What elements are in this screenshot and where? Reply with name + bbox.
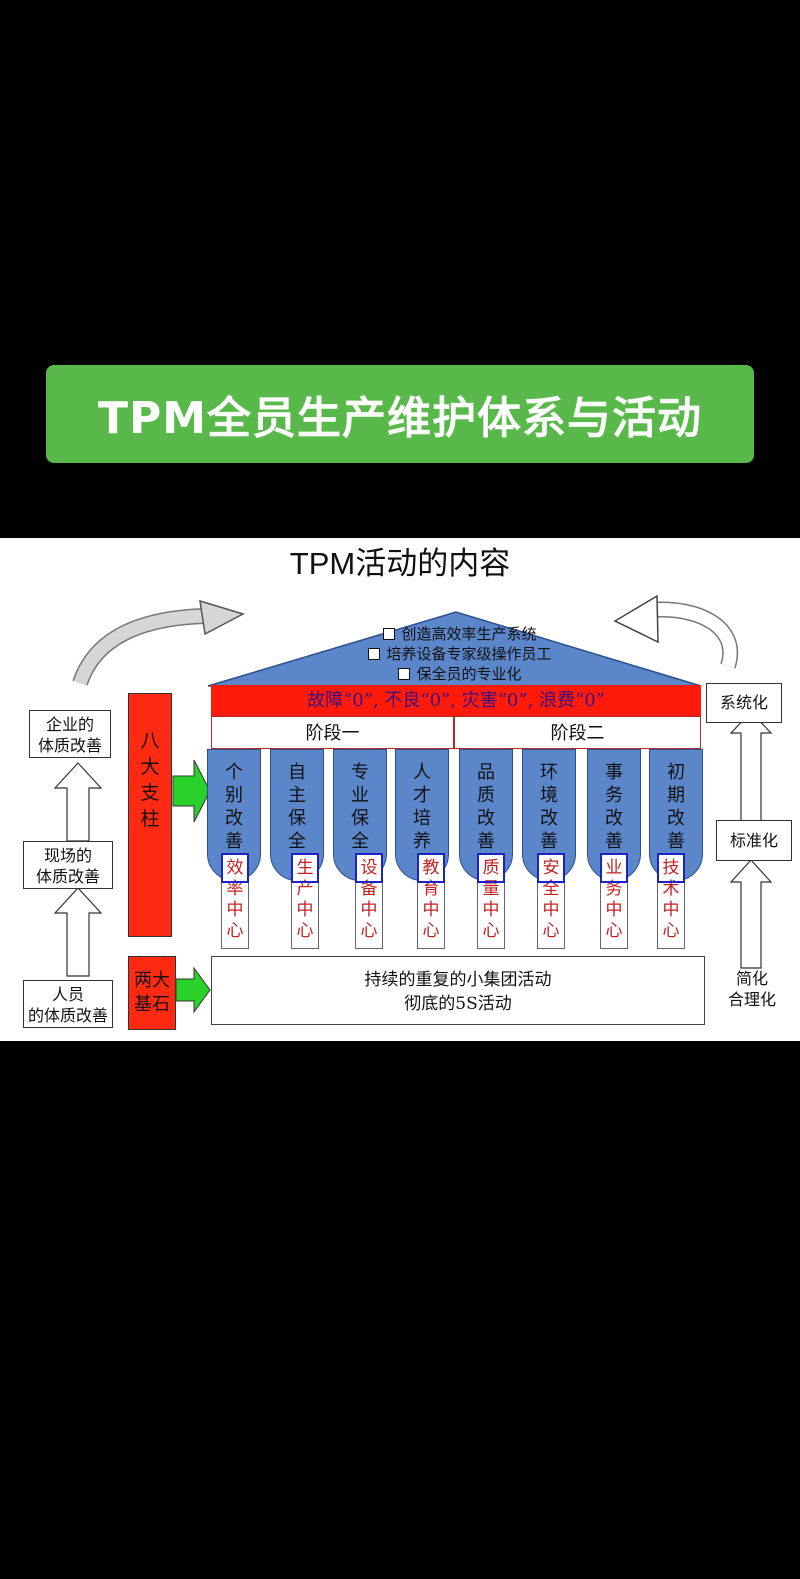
pillar-name: 初期改善	[667, 762, 685, 852]
foundation-line-1: 持续的重复的小集团活动	[364, 970, 552, 990]
foundation-line-2: 彻底的5S活动	[404, 994, 512, 1014]
title-banner: TPM全员生产维护体系与活动	[46, 365, 754, 463]
stage-one: 阶段一	[211, 716, 454, 749]
pillar-center: 教育中心	[417, 853, 445, 949]
pillars-green-arrow	[172, 759, 211, 823]
left-step-site: 现场的体质改善	[23, 841, 113, 889]
foundation-base: 持续的重复的小集团活动 彻底的5S活动	[211, 956, 705, 1025]
pillar-name: 环境改善	[540, 762, 558, 852]
two-foundations-text: 两大基石	[134, 970, 170, 1015]
right-step-standard: 标准化	[716, 820, 792, 861]
pillar-name: 事务改善	[605, 762, 623, 852]
pillar-center: 技术中心	[657, 853, 685, 949]
stage-two: 阶段二	[454, 716, 701, 749]
pillar-center: 效率中心	[221, 853, 249, 949]
pillar-name: 人才培养	[413, 762, 431, 852]
diagram-title: TPM活动的内容	[289, 546, 511, 581]
foundation-green-arrow	[175, 966, 211, 1014]
banner-title: TPM全员生产维护体系与活动	[97, 393, 703, 444]
pillar-name: 品质改善	[477, 762, 495, 852]
checkbox-icon	[383, 628, 396, 640]
pillar-center: 业务中心	[600, 853, 628, 949]
eight-pillars-text: 八大支柱	[140, 730, 160, 830]
goal-item: 培养设备专家级操作员工	[320, 644, 600, 664]
pillar-center: 质量中心	[477, 853, 505, 949]
right-step-simplify: 简化合理化	[727, 969, 776, 1009]
goal-item: 保全员的专业化	[320, 664, 600, 684]
pillar-column	[522, 749, 576, 881]
left-step-enterprise: 企业的体质改善	[29, 710, 111, 758]
eight-pillars-label: 八大支柱	[128, 693, 172, 937]
goal-item: 创造高效率生产系统	[320, 624, 600, 644]
left-up-arrow-1	[53, 762, 103, 977]
pillar-center: 设备中心	[355, 853, 383, 949]
two-foundations-label: 两大基石	[128, 956, 176, 1030]
checkbox-icon	[398, 668, 411, 680]
checkbox-icon	[368, 648, 381, 660]
right-up-arrows	[729, 711, 773, 969]
pillar-name: 专业保全	[351, 762, 369, 852]
pillar-center: 生产中心	[291, 853, 319, 949]
pillar-center: 安全中心	[537, 853, 565, 949]
pillar-name: 自主保全	[288, 762, 306, 852]
pillar-name: 个别改善	[225, 762, 243, 852]
left-step-personnel: 人员的体质改善	[23, 980, 113, 1028]
goals-list: 创造高效率生产系统 培养设备专家级操作员工 保全员的专业化	[320, 624, 600, 684]
right-step-system: 系统化	[706, 683, 782, 723]
diagram-shapes	[53, 594, 773, 1014]
zero-goals-bar: 故障“0”, 不良“0”, 灾害“0”, 浪费“0”	[211, 685, 701, 716]
tpm-diagram: TPM活动的内容 创造高效率生产系统 培养设备专家级操作员工 保全员的专业化 故…	[0, 538, 800, 1041]
